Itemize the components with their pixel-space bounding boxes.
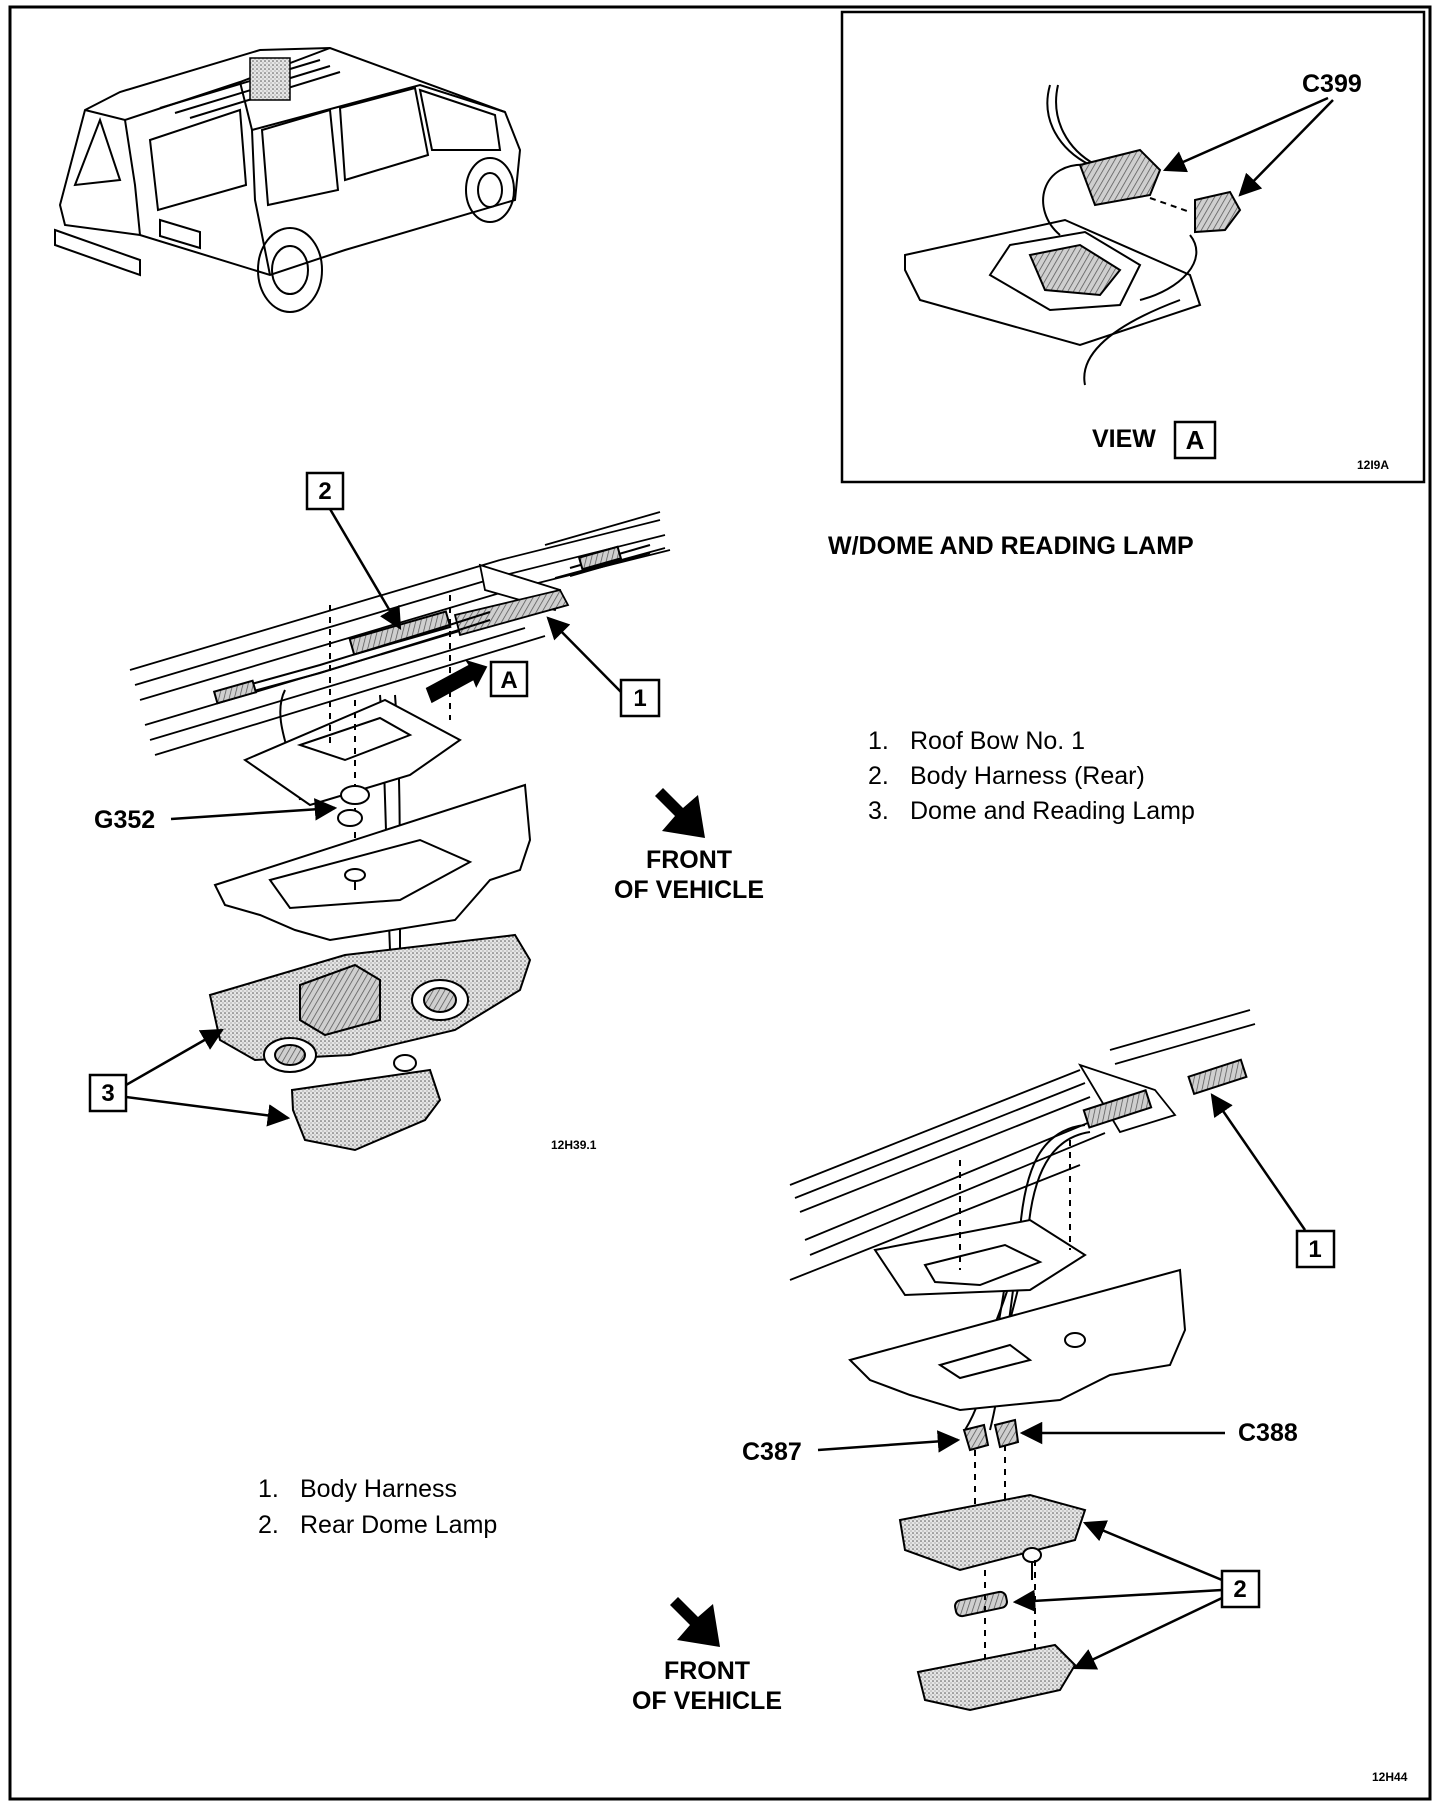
top-legend-text-3: Dome and Reading Lamp xyxy=(910,797,1195,825)
rear-callout-1-box xyxy=(1295,1229,1336,1269)
callout-1-leader xyxy=(546,616,622,693)
callout-3-leader-b xyxy=(125,1095,291,1127)
front-label-bottom-line1: FRONT xyxy=(664,1657,750,1685)
front-label-top-line2: OF VEHICLE xyxy=(614,876,764,904)
callout-1-box xyxy=(619,678,661,718)
bottom-legend: 1. Body Harness 2. Rear Dome Lamp xyxy=(258,1475,497,1539)
callout-3-number: 3 xyxy=(101,1080,114,1107)
c387-label: C387 xyxy=(742,1438,802,1466)
rear-callout-2-leader-b xyxy=(1012,1588,1223,1613)
front-label-top-line1: FRONT xyxy=(646,846,732,874)
view-a-caption: VIEW xyxy=(1092,425,1156,453)
callout-2-number: 2 xyxy=(318,478,331,505)
rear-callout-1-number: 1 xyxy=(1308,1236,1321,1263)
inset-figure-id: 12I9A xyxy=(1357,458,1389,472)
c399-leader-1 xyxy=(1162,96,1329,173)
rear-headliner-panel xyxy=(848,1268,1187,1412)
callout-2-leader xyxy=(328,508,402,630)
rear-callout-2-box xyxy=(1220,1569,1261,1609)
bottom-legend-num-2: 2. xyxy=(258,1511,279,1539)
ground-screw-g352 xyxy=(337,785,370,890)
c388-label: C388 xyxy=(1238,1419,1298,1447)
rear-lamp-bracket xyxy=(873,1140,1087,1297)
c399-label: C399 xyxy=(1302,70,1362,98)
view-a-callout-box xyxy=(489,660,529,698)
page-border xyxy=(8,5,1432,1801)
view-a-callout-letter: A xyxy=(500,667,517,694)
rear-callout-2-number: 2 xyxy=(1233,1576,1246,1603)
callout-2-box xyxy=(305,471,345,511)
top-legend-num-3: 3. xyxy=(868,797,889,825)
c399-leader-2 xyxy=(1238,99,1334,197)
top-legend-text-2: Body Harness (Rear) xyxy=(910,762,1145,790)
top-title: W/DOME AND READING LAMP xyxy=(828,532,1194,560)
rear-callout-2-leader-c xyxy=(1072,1596,1223,1670)
view-a-drawing xyxy=(904,84,1242,386)
g352-leader xyxy=(170,798,338,821)
callout-3-leader-a xyxy=(125,1028,224,1087)
view-a-direction-arrow xyxy=(425,659,488,704)
rear-connectors xyxy=(962,1418,1020,1520)
top-legend: 1. Roof Bow No. 1 2. Body Harness (Rear)… xyxy=(868,727,1195,825)
g352-label: G352 xyxy=(94,806,155,834)
callout-3-box xyxy=(88,1073,128,1113)
dome-reading-lamp xyxy=(208,933,532,1152)
top-legend-num-2: 2. xyxy=(868,762,889,790)
front-arrow-top xyxy=(655,788,705,838)
rear-dome-lamp xyxy=(898,1493,1087,1712)
bottom-legend-text-1: Body Harness xyxy=(300,1475,457,1503)
top-harness xyxy=(212,544,651,951)
lamp-location-marker xyxy=(249,57,291,101)
callout-1-number: 1 xyxy=(633,685,646,712)
c387-leader xyxy=(817,1430,961,1453)
reading-lamp-bracket xyxy=(242,595,462,870)
bottom-legend-num-1: 1. xyxy=(258,1475,279,1503)
top-legend-num-1: 1. xyxy=(868,727,889,755)
rear-callout-2-leader-a xyxy=(1082,1520,1223,1582)
view-a-letter-box xyxy=(1173,420,1217,460)
view-a-letter: A xyxy=(1186,425,1205,455)
bottom-figure-id: 12H44 xyxy=(1372,1770,1408,1784)
headliner-panel xyxy=(213,783,532,942)
bottom-legend-text-2: Rear Dome Lamp xyxy=(300,1511,497,1539)
front-arrow-bottom xyxy=(670,1597,720,1647)
rear-callout-1-leader xyxy=(1210,1093,1307,1231)
front-label-bottom-line2: OF VEHICLE xyxy=(632,1687,782,1715)
top-legend-text-1: Roof Bow No. 1 xyxy=(910,727,1085,755)
top-figure-id: 12H39.1 xyxy=(551,1138,597,1152)
